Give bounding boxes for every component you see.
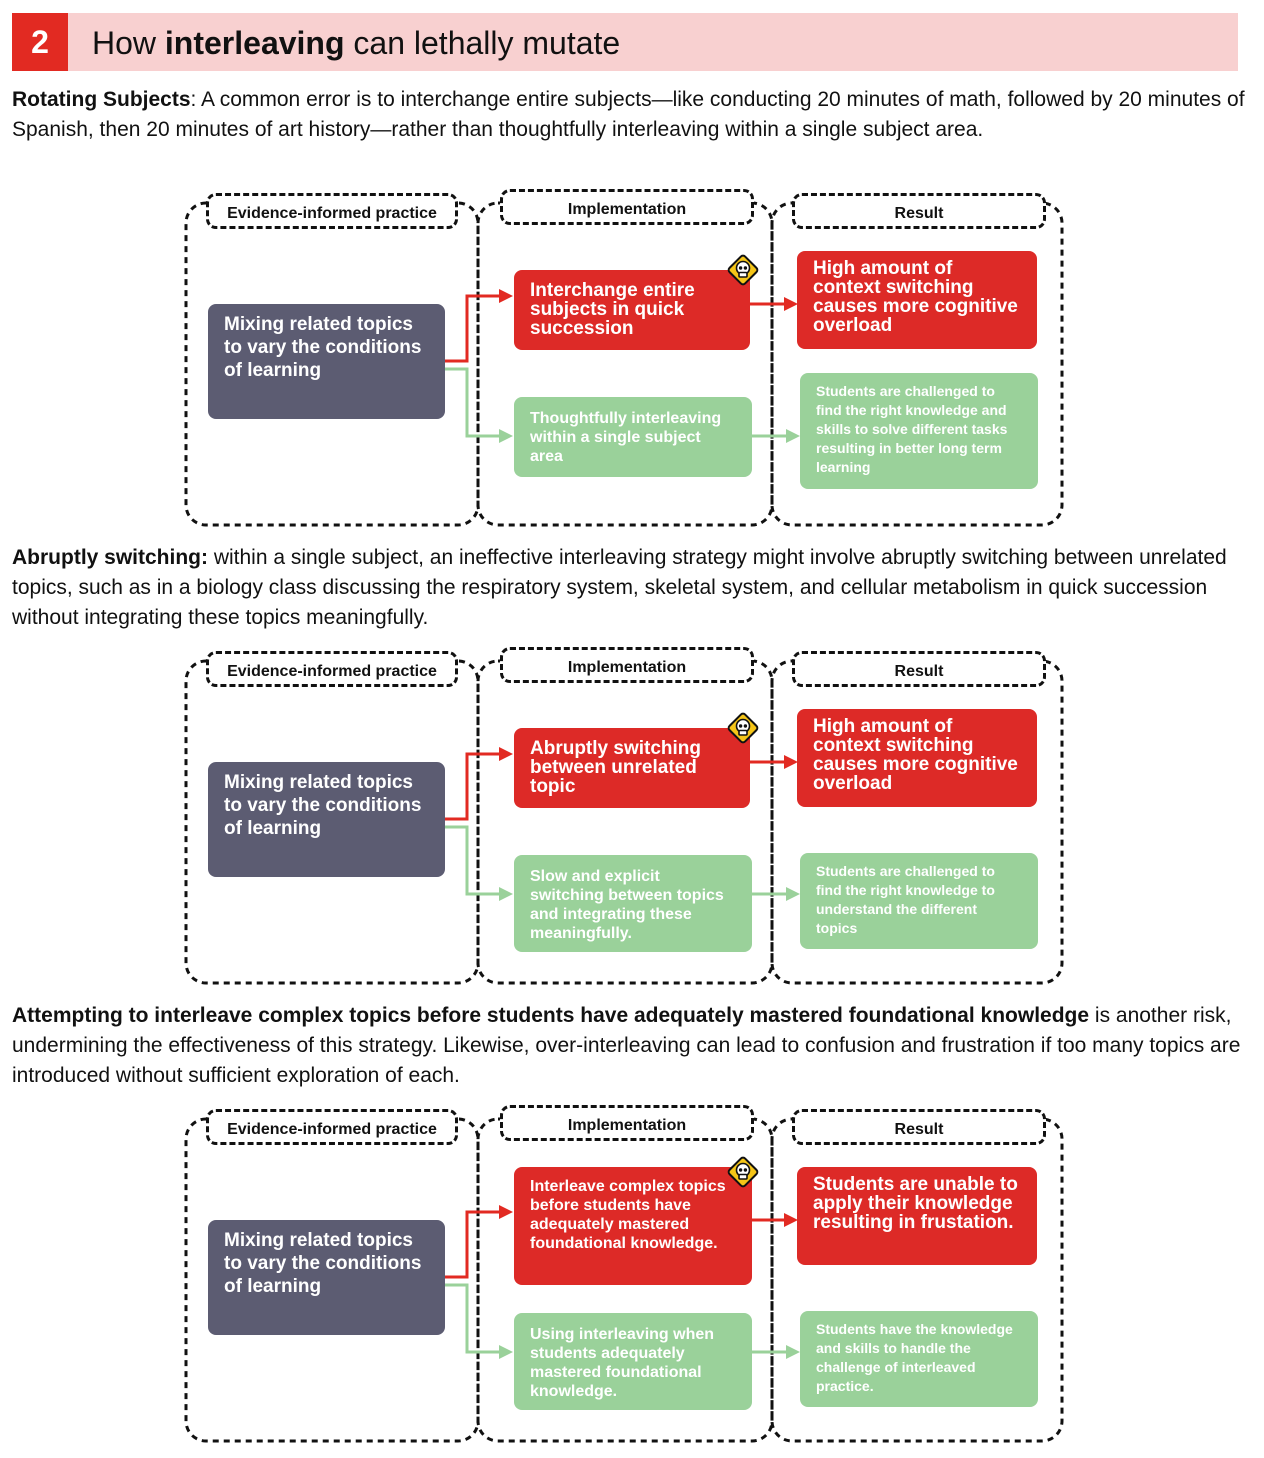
diagram-3: Evidence-informed practice Implementatio… xyxy=(180,1103,1070,1448)
bad-result-box: High amount of context switching causes … xyxy=(797,709,1037,807)
column-label-implementation: Implementation xyxy=(500,647,754,683)
page-title: How interleaving can lethally mutate xyxy=(92,25,621,61)
column-label-implementation: Implementation xyxy=(500,1105,754,1141)
bad-implementation-box: Interchange entire subjects in quick suc… xyxy=(514,270,750,350)
section-number: 2 xyxy=(12,13,68,71)
practice-box: Mixing related topics to vary the condit… xyxy=(208,762,445,877)
good-result-box: Students have the knowledge and skills t… xyxy=(800,1311,1038,1407)
good-result-box: Students are challenged to find the righ… xyxy=(800,373,1038,489)
section-3-intro: Attempting to interleave complex topics … xyxy=(12,1004,1241,1087)
column-label-result: Result xyxy=(792,193,1046,229)
column-label-practice: Evidence-informed practice xyxy=(206,193,458,229)
column-label-practice: Evidence-informed practice xyxy=(206,651,458,687)
practice-box: Mixing related topics to vary the condit… xyxy=(208,304,445,419)
bad-result-box: High amount of context switching causes … xyxy=(797,251,1037,349)
skull-warning-icon xyxy=(727,1156,759,1188)
column-label-implementation: Implementation xyxy=(500,189,754,225)
practice-box: Mixing related topics to vary the condit… xyxy=(208,1220,445,1335)
diagram-2: Evidence-informed practice Implementatio… xyxy=(180,645,1070,990)
column-label-practice: Evidence-informed practice xyxy=(206,1109,458,1145)
good-implementation-box: Thoughtfully interleaving within a singl… xyxy=(514,397,752,477)
column-label-result: Result xyxy=(792,1109,1046,1145)
good-result-box: Students are challenged to find the righ… xyxy=(800,853,1038,949)
diagram-1: Evidence-informed practice Implementatio… xyxy=(180,187,1070,532)
bad-implementation-box: Interleave complex topics before student… xyxy=(514,1167,752,1285)
bad-implementation-box: Abruptly switching between unrelated top… xyxy=(514,728,750,808)
header-banner: 2 How interleaving can lethally mutate xyxy=(12,13,1238,71)
column-label-result: Result xyxy=(792,651,1046,687)
skull-warning-icon xyxy=(727,712,759,744)
section-2-intro: Abruptly switching: within a single subj… xyxy=(12,546,1227,629)
good-implementation-box: Slow and explicit switching between topi… xyxy=(514,855,752,952)
bad-result-box: Students are unable to apply their knowl… xyxy=(797,1167,1037,1265)
skull-warning-icon xyxy=(727,254,759,286)
good-implementation-box: Using interleaving when students adequat… xyxy=(514,1313,752,1410)
section-1-intro: Rotating Subjects: A common error is to … xyxy=(12,88,1245,141)
